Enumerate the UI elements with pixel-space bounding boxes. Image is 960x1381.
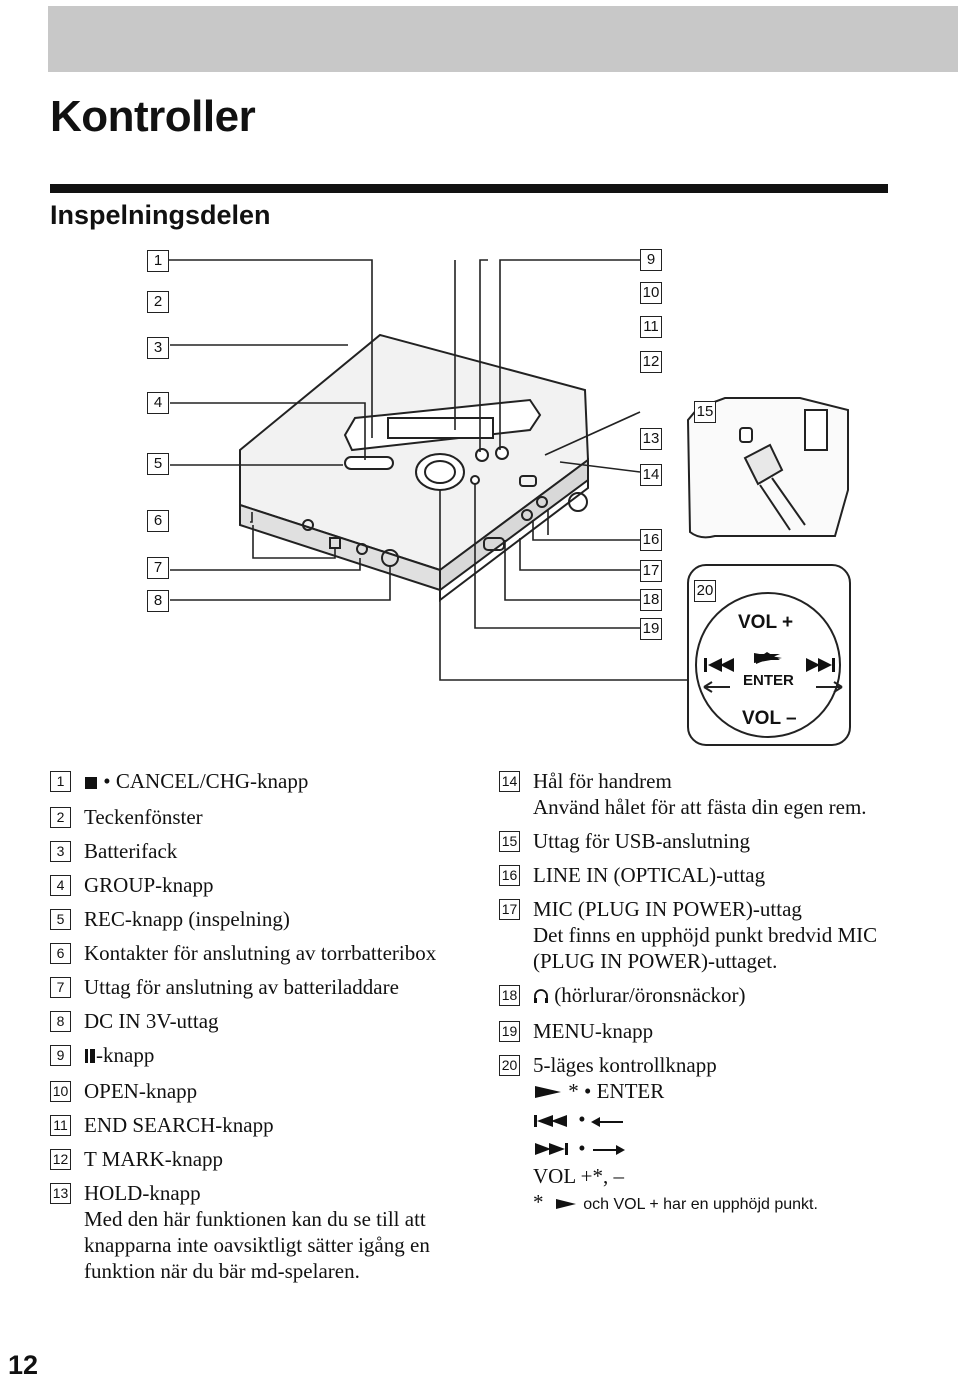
list-item: 18 (hörlurar/öronsnäckor) bbox=[497, 982, 917, 1010]
callout-14: 14 bbox=[640, 464, 662, 486]
callout-13: 13 bbox=[640, 428, 662, 450]
item-note: Med den här funktionen kan du se till at… bbox=[84, 1207, 430, 1284]
list-item: 20 5-läges kontrollknapp * • ENTER • • V… bbox=[497, 1052, 917, 1218]
list-item: 9 -knapp bbox=[48, 1042, 453, 1070]
callout-1: 1 bbox=[147, 250, 169, 272]
page-title: Kontroller bbox=[50, 92, 256, 141]
callout-19: 19 bbox=[640, 618, 662, 640]
device-illustration: VOL + VOL – ENTER 1 2 3 4 5 6 7 8 9 10 1… bbox=[0, 240, 960, 760]
list-item: 1 • CANCEL/CHG-knapp bbox=[48, 768, 453, 796]
callout-10: 10 bbox=[640, 282, 662, 304]
callout-5: 5 bbox=[147, 453, 169, 475]
play-icon bbox=[554, 1191, 578, 1217]
callout-20: 20 bbox=[694, 580, 716, 602]
callout-4: 4 bbox=[147, 392, 169, 414]
title-rule bbox=[50, 184, 888, 193]
enter-label: ENTER bbox=[743, 672, 794, 689]
item-note: Använd hålet för att fästa din egen rem. bbox=[533, 795, 867, 819]
callout-3: 3 bbox=[147, 337, 169, 359]
callout-11: 11 bbox=[640, 316, 662, 338]
header-band bbox=[48, 6, 958, 72]
stop-icon bbox=[84, 770, 98, 796]
vol-plus-label: VOL + bbox=[738, 612, 793, 633]
headphones-icon bbox=[533, 984, 549, 1010]
next-line: • bbox=[533, 1135, 917, 1163]
callout-12: 12 bbox=[640, 351, 662, 373]
legend-right-column: 14 Hål för handrem Använd hålet för att … bbox=[497, 768, 917, 1226]
callout-2: 2 bbox=[147, 291, 169, 313]
callout-16: 16 bbox=[640, 529, 662, 551]
vol-minus-label: VOL – bbox=[742, 708, 797, 729]
next-track-icon bbox=[533, 1137, 573, 1163]
vol-line: VOL +*, – bbox=[533, 1163, 624, 1188]
callout-18: 18 bbox=[640, 589, 662, 611]
callout-15: 15 bbox=[694, 401, 716, 423]
arrow-right-icon bbox=[591, 1137, 625, 1163]
callout-8: 8 bbox=[147, 590, 169, 612]
callout-17: 17 bbox=[640, 560, 662, 582]
arrow-left-icon bbox=[590, 1109, 625, 1135]
previous-track-icon bbox=[533, 1109, 573, 1135]
device-drawing: VOL + VOL – ENTER bbox=[148, 259, 851, 746]
callout-6: 6 bbox=[147, 510, 169, 532]
list-item: 13 HOLD-knapp Med den här funktionen kan… bbox=[48, 1180, 453, 1284]
enter-line: * • ENTER bbox=[533, 1078, 917, 1106]
page-number: 12 bbox=[8, 1350, 39, 1380]
play-icon bbox=[533, 1080, 563, 1106]
list-item: 17 MIC (PLUG IN POWER)-uttag Det finns e… bbox=[497, 896, 917, 974]
item-note: Det finns en upphöjd punkt bredvid MIC (… bbox=[533, 923, 878, 973]
footnote: * och VOL + har en upphöjd punkt. bbox=[533, 1189, 917, 1218]
callout-7: 7 bbox=[147, 557, 169, 579]
pause-icon bbox=[84, 1044, 96, 1070]
list-item: 14 Hål för handrem Använd hålet för att … bbox=[497, 768, 917, 820]
prev-line: • bbox=[533, 1106, 917, 1134]
callout-9: 9 bbox=[640, 249, 662, 271]
section-title: Inspelningsdelen bbox=[50, 200, 271, 230]
